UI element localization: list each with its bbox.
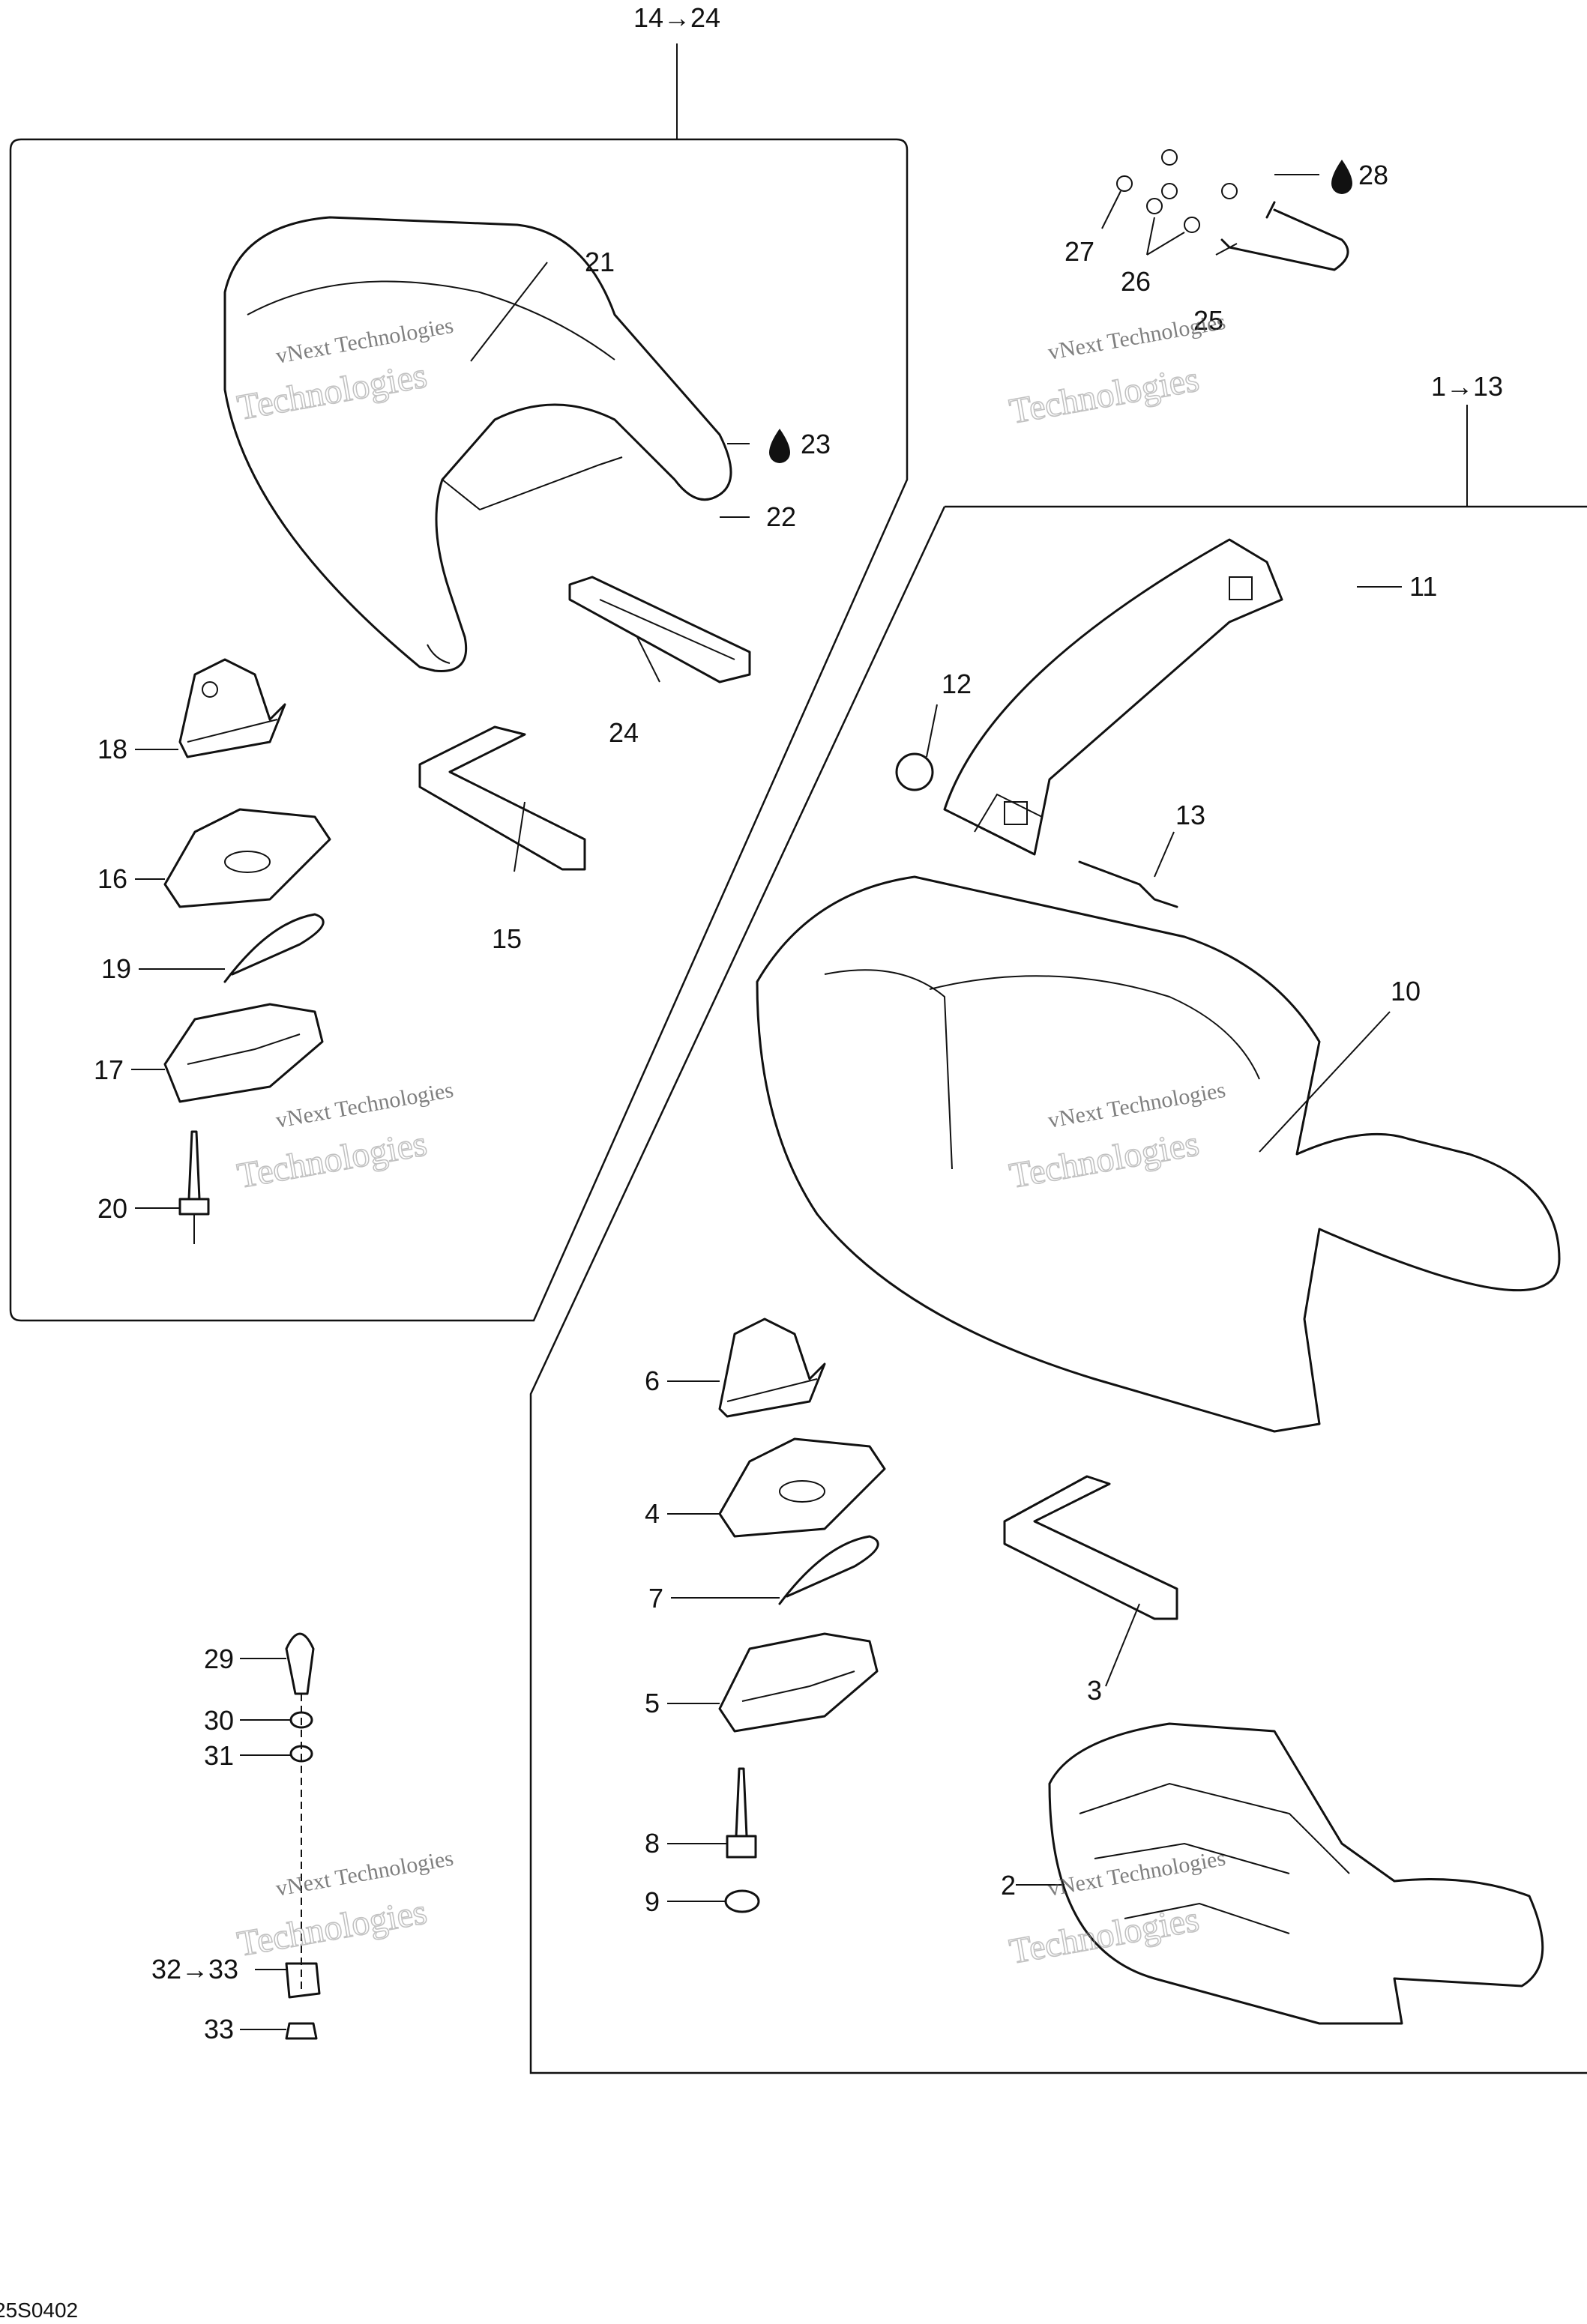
callout-11: 11 — [1409, 571, 1437, 602]
leader-lines — [131, 174, 1402, 2030]
washer-part-9 — [724, 1889, 760, 1913]
watermark-6: vNext Technologies Technologies — [1006, 1846, 1227, 1973]
callout-16: 16 — [97, 863, 127, 894]
figure-code: 25S0402 — [0, 2299, 78, 2322]
callout-17: 17 — [94, 1054, 124, 1085]
svg-text:Technologies: Technologies — [1007, 359, 1202, 432]
callout-15: 15 — [492, 923, 522, 954]
watermark-2: vNext Technologies Technologies — [1006, 310, 1227, 432]
callout-23: 23 — [801, 429, 831, 459]
svg-text:Technologies: Technologies — [235, 1123, 430, 1196]
rivet-part-20 — [178, 1130, 210, 1244]
callout-29: 29 — [204, 1644, 234, 1674]
svg-text:vNext Technologies: vNext Technologies — [1046, 1846, 1227, 1901]
hardware-parts-25-28 — [1116, 149, 1349, 271]
group-label-14-24: 14→24 — [633, 2, 720, 33]
callout-19: 19 — [101, 953, 131, 984]
group-frame-passenger-seat — [9, 138, 909, 1322]
callout-30: 30 — [204, 1705, 234, 1736]
callout-28: 28 — [1358, 160, 1388, 190]
lubricant-drop-icon — [1331, 160, 1352, 194]
rivet-part-8 — [726, 1767, 757, 1859]
driver-seat-part-10 — [756, 875, 1561, 1433]
passenger-seat-part-21 — [223, 216, 732, 672]
callout-22: 22 — [766, 501, 796, 532]
watermark-5: vNext Technologies Technologies — [234, 1846, 455, 1965]
clip-part-19 — [223, 913, 325, 983]
svg-text:Technologies: Technologies — [1007, 1123, 1202, 1196]
watermark-3: vNext Technologies Technologies — [234, 1078, 455, 1197]
hardware-stack-29-33 — [285, 1632, 321, 2040]
screw-part-13 — [1078, 860, 1178, 908]
watermark-4: vNext Technologies Technologies — [1006, 1078, 1227, 1197]
callout-13: 13 — [1175, 800, 1205, 830]
lock-base-part-4 — [718, 1437, 886, 1538]
callout-27: 27 — [1064, 236, 1094, 267]
lock-housing-part-17 — [163, 1003, 324, 1103]
callout-10: 10 — [1391, 976, 1421, 1006]
lubricant-drop-icon — [769, 429, 790, 463]
svg-text:vNext Technologies: vNext Technologies — [274, 1078, 455, 1133]
tube-part-15 — [418, 725, 586, 871]
tube-part-3 — [1003, 1475, 1178, 1620]
callout-7: 7 — [648, 1583, 663, 1614]
callout-18: 18 — [97, 734, 127, 764]
svg-text:Technologies: Technologies — [235, 355, 430, 428]
callout-8: 8 — [645, 1828, 660, 1859]
lock-housing-part-5 — [718, 1632, 879, 1733]
seat-base-part-2 — [1048, 1722, 1544, 2025]
callout-31: 31 — [204, 1740, 234, 1771]
svg-text:vNext Technologies: vNext Technologies — [1046, 310, 1227, 365]
callout-9: 9 — [645, 1886, 660, 1917]
callout-33: 33 — [204, 2014, 234, 2044]
group-label-32-33: 32→33 — [151, 1954, 238, 1985]
group-frame-driver-seat — [529, 505, 1587, 2074]
callout-5: 5 — [645, 1688, 660, 1718]
svg-text:Technologies: Technologies — [235, 1892, 430, 1964]
callout-20: 20 — [97, 1193, 127, 1224]
group-label-1-13: 1→13 — [1431, 371, 1503, 402]
callout-21: 21 — [585, 247, 615, 277]
grommet-part-12 — [895, 752, 934, 791]
grab-strap-part-11 — [943, 538, 1283, 856]
svg-text:vNext Technologies: vNext Technologies — [274, 313, 455, 369]
watermark-1: vNext Technologies Technologies — [234, 313, 455, 429]
callout-12: 12 — [942, 668, 972, 699]
seat-lock-part-6 — [718, 1318, 826, 1418]
callout-6: 6 — [645, 1365, 660, 1396]
callout-24: 24 — [609, 717, 639, 748]
callout-4: 4 — [645, 1498, 660, 1529]
callout-3: 3 — [1087, 1675, 1102, 1706]
seat-lock-part-18 — [178, 658, 286, 758]
callout-2: 2 — [1001, 1870, 1016, 1901]
callout-26: 26 — [1121, 266, 1151, 297]
clip-part-7 — [778, 1535, 879, 1605]
callout-25: 25 — [1193, 305, 1223, 336]
svg-text:Technologies: Technologies — [1007, 1899, 1202, 1972]
bracket-part-24 — [568, 576, 751, 683]
svg-text:vNext Technologies: vNext Technologies — [1046, 1078, 1227, 1133]
lock-base-part-16 — [163, 808, 331, 908]
